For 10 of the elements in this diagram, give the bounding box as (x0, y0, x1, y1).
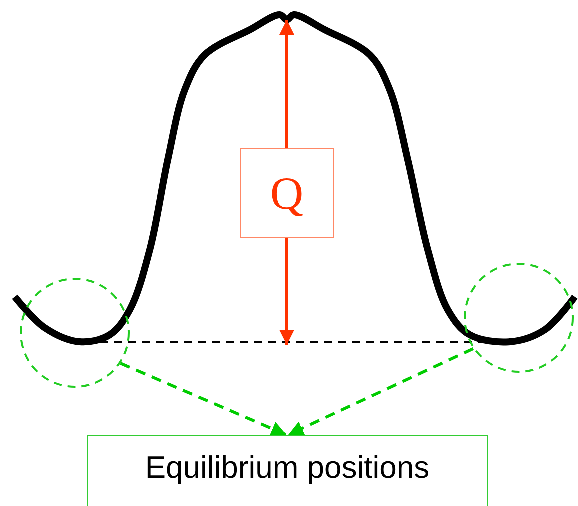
dashed-circle (464, 263, 574, 373)
arrow (280, 20, 294, 148)
dashed-circle (20, 278, 130, 388)
box-label: Equilibrium positions (145, 450, 430, 486)
arrow (120, 362, 288, 436)
label-box (240, 148, 334, 238)
label-box (87, 435, 488, 506)
arrow (288, 348, 474, 436)
variable-label: Q (270, 166, 304, 220)
arrow (280, 238, 294, 345)
